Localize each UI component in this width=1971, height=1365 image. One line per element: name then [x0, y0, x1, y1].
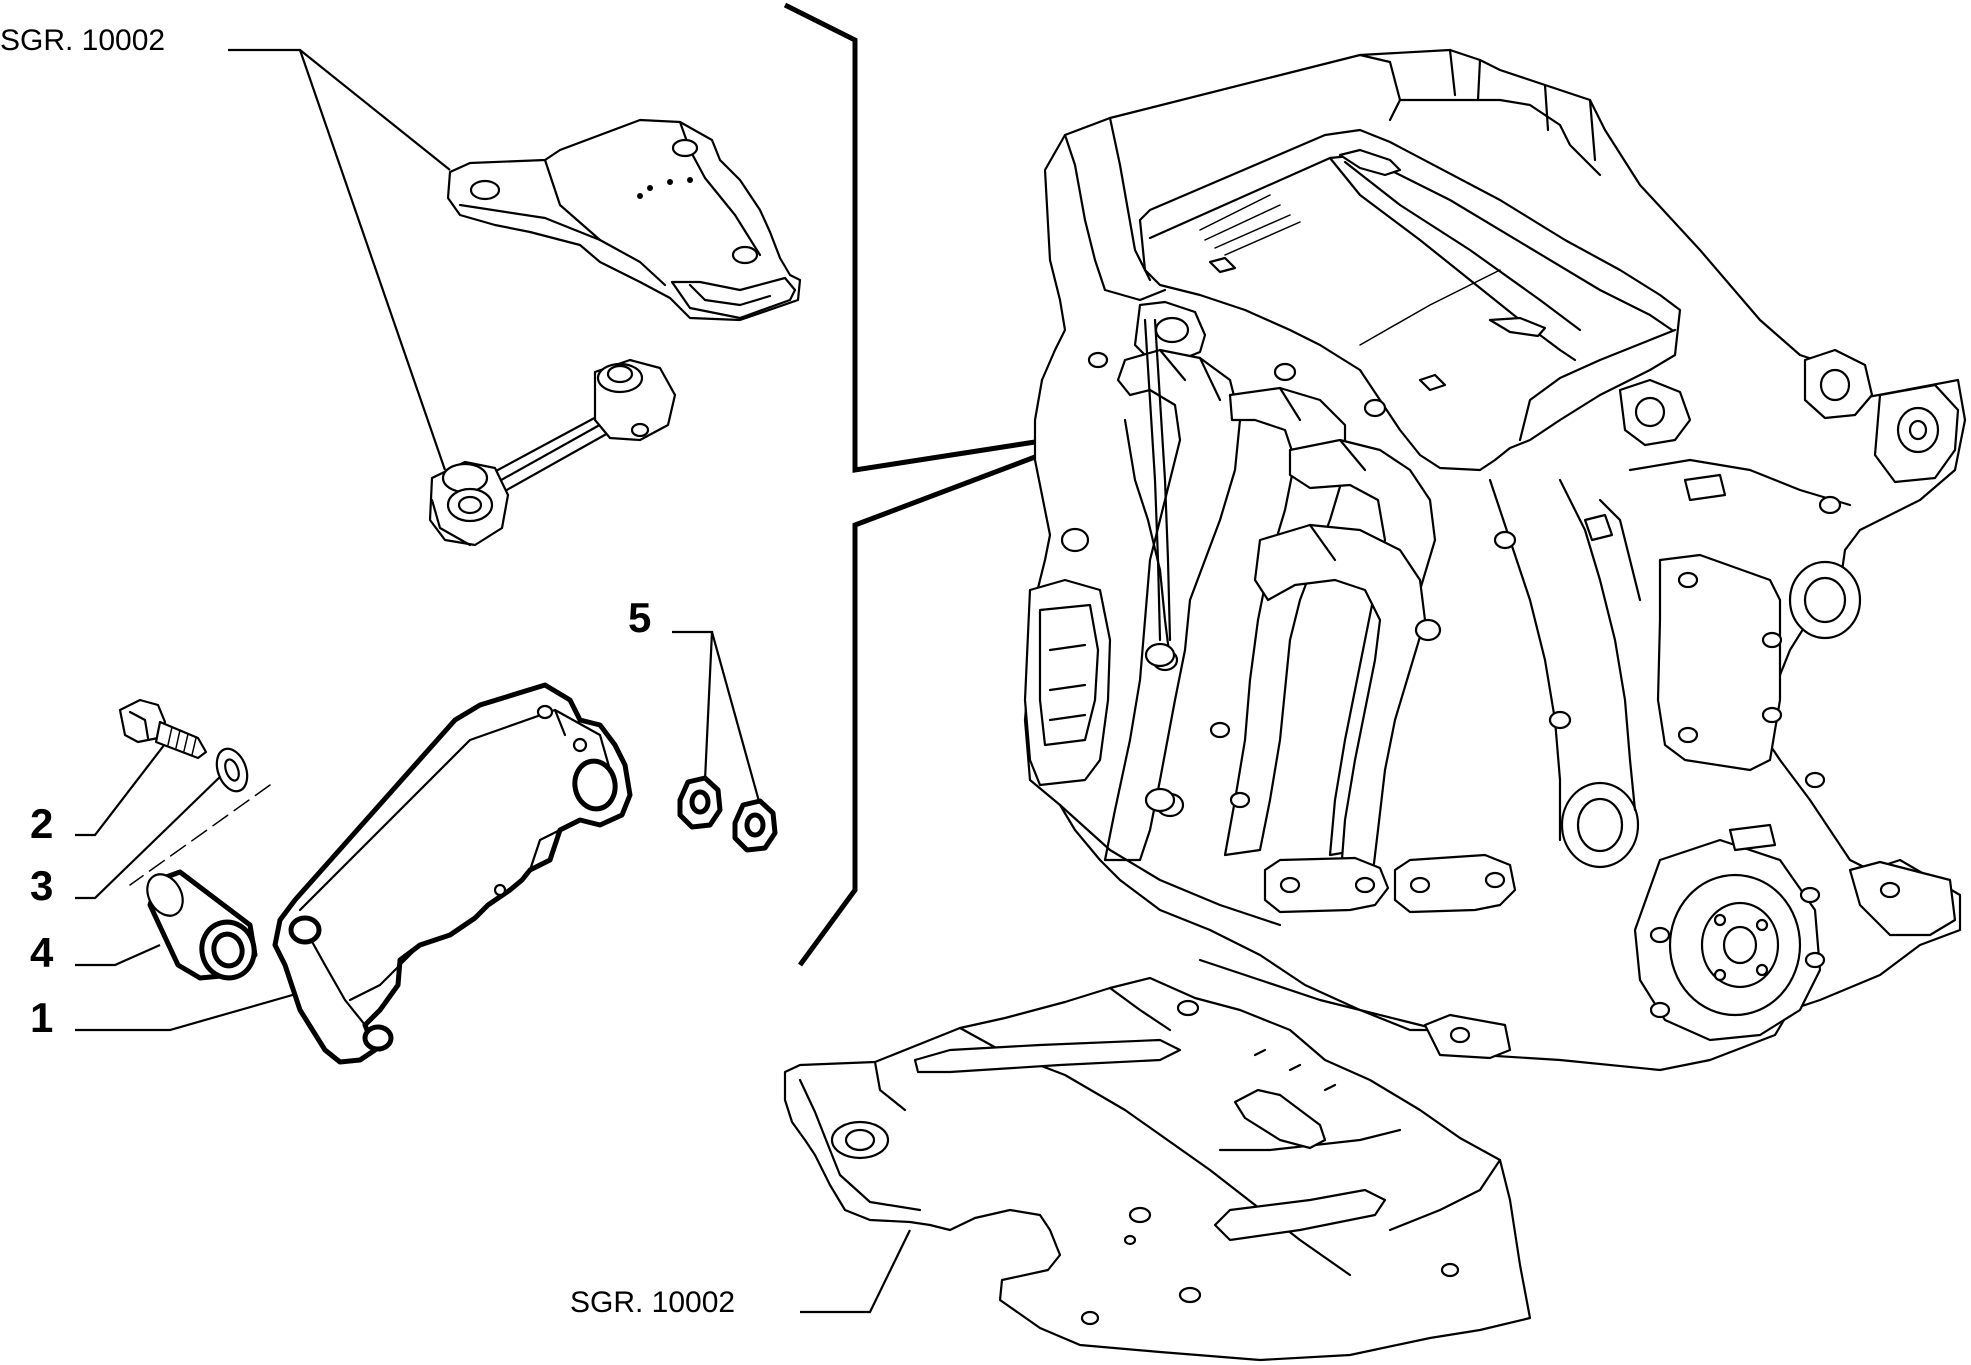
nuts-part-5 — [677, 775, 778, 853]
spacer-part-4 — [146, 869, 258, 981]
bolt-part-2 — [118, 698, 208, 760]
part-number-1: 1 — [30, 994, 53, 1041]
part-5-leader — [672, 630, 714, 781]
part-number-3: 3 — [30, 862, 53, 909]
engine-undershield — [783, 976, 1532, 1362]
washer-part-3 — [215, 747, 249, 793]
torque-rod-link — [428, 358, 677, 547]
part-number-5: 5 — [628, 594, 651, 641]
part-4-leader — [75, 943, 161, 967]
upper-mount-plate — [446, 118, 802, 322]
part-number-4: 4 — [30, 929, 54, 976]
engine-assembly — [1023, 48, 1967, 1072]
part-3-leader — [75, 771, 226, 900]
part-number-2: 2 — [30, 800, 53, 847]
group-bracket-line-lower — [797, 437, 1081, 967]
part-1-leader — [75, 988, 311, 1032]
ref-label-bottom: SGR. 10002 — [570, 1286, 735, 1319]
lower-bracket-part-1 — [272, 682, 633, 1065]
part-5-leader-2 — [710, 631, 762, 806]
group-bracket-line — [783, 2, 1081, 473]
part-2-leader — [75, 739, 169, 837]
ref-label-top: SGR. 10002 — [0, 24, 165, 57]
ref-top-leader-2 — [298, 49, 447, 471]
assembly-axis-line — [129, 784, 271, 886]
ref-top-leader — [228, 48, 451, 171]
ref-bottom-leader — [800, 1229, 911, 1314]
